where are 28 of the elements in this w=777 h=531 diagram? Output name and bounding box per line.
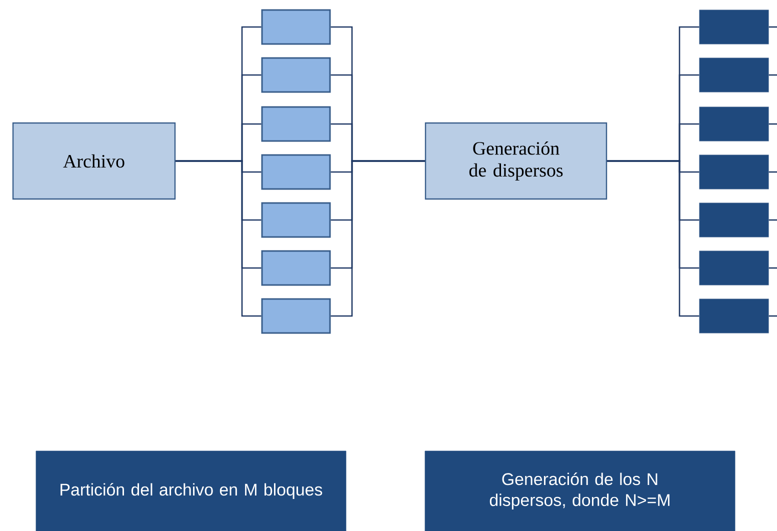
connector-line [330, 160, 425, 317]
block-box [261, 298, 331, 334]
block-box [261, 57, 331, 93]
block-box [261, 106, 331, 142]
dispersed-block-box [699, 298, 769, 334]
connector-line [607, 160, 700, 317]
connector-line [768, 219, 777, 221]
connector-line [768, 123, 777, 125]
dispersed-block-box [699, 250, 769, 286]
connector-line [176, 160, 262, 317]
connector-line [768, 171, 777, 173]
caption-box: Partición del archivo en M bloques [36, 450, 346, 531]
dispersed-block-box [699, 10, 769, 44]
connector-line [768, 74, 777, 76]
connector-line [768, 26, 777, 28]
caption-box: Generación de los N dispersos, donde N>=M [424, 450, 736, 531]
dispersed-block-box [699, 58, 769, 92]
connector-line [768, 267, 777, 269]
process-box: Archivo [12, 122, 176, 200]
dispersed-block-box [699, 202, 769, 238]
dispersed-block-box [699, 106, 769, 142]
block-box [261, 250, 331, 286]
block-box [261, 154, 331, 190]
dispersed-block-box [699, 154, 769, 190]
block-box [261, 9, 331, 45]
block-box [261, 202, 331, 238]
process-box: Generación de dispersos [424, 122, 608, 200]
connector-line [768, 315, 777, 317]
